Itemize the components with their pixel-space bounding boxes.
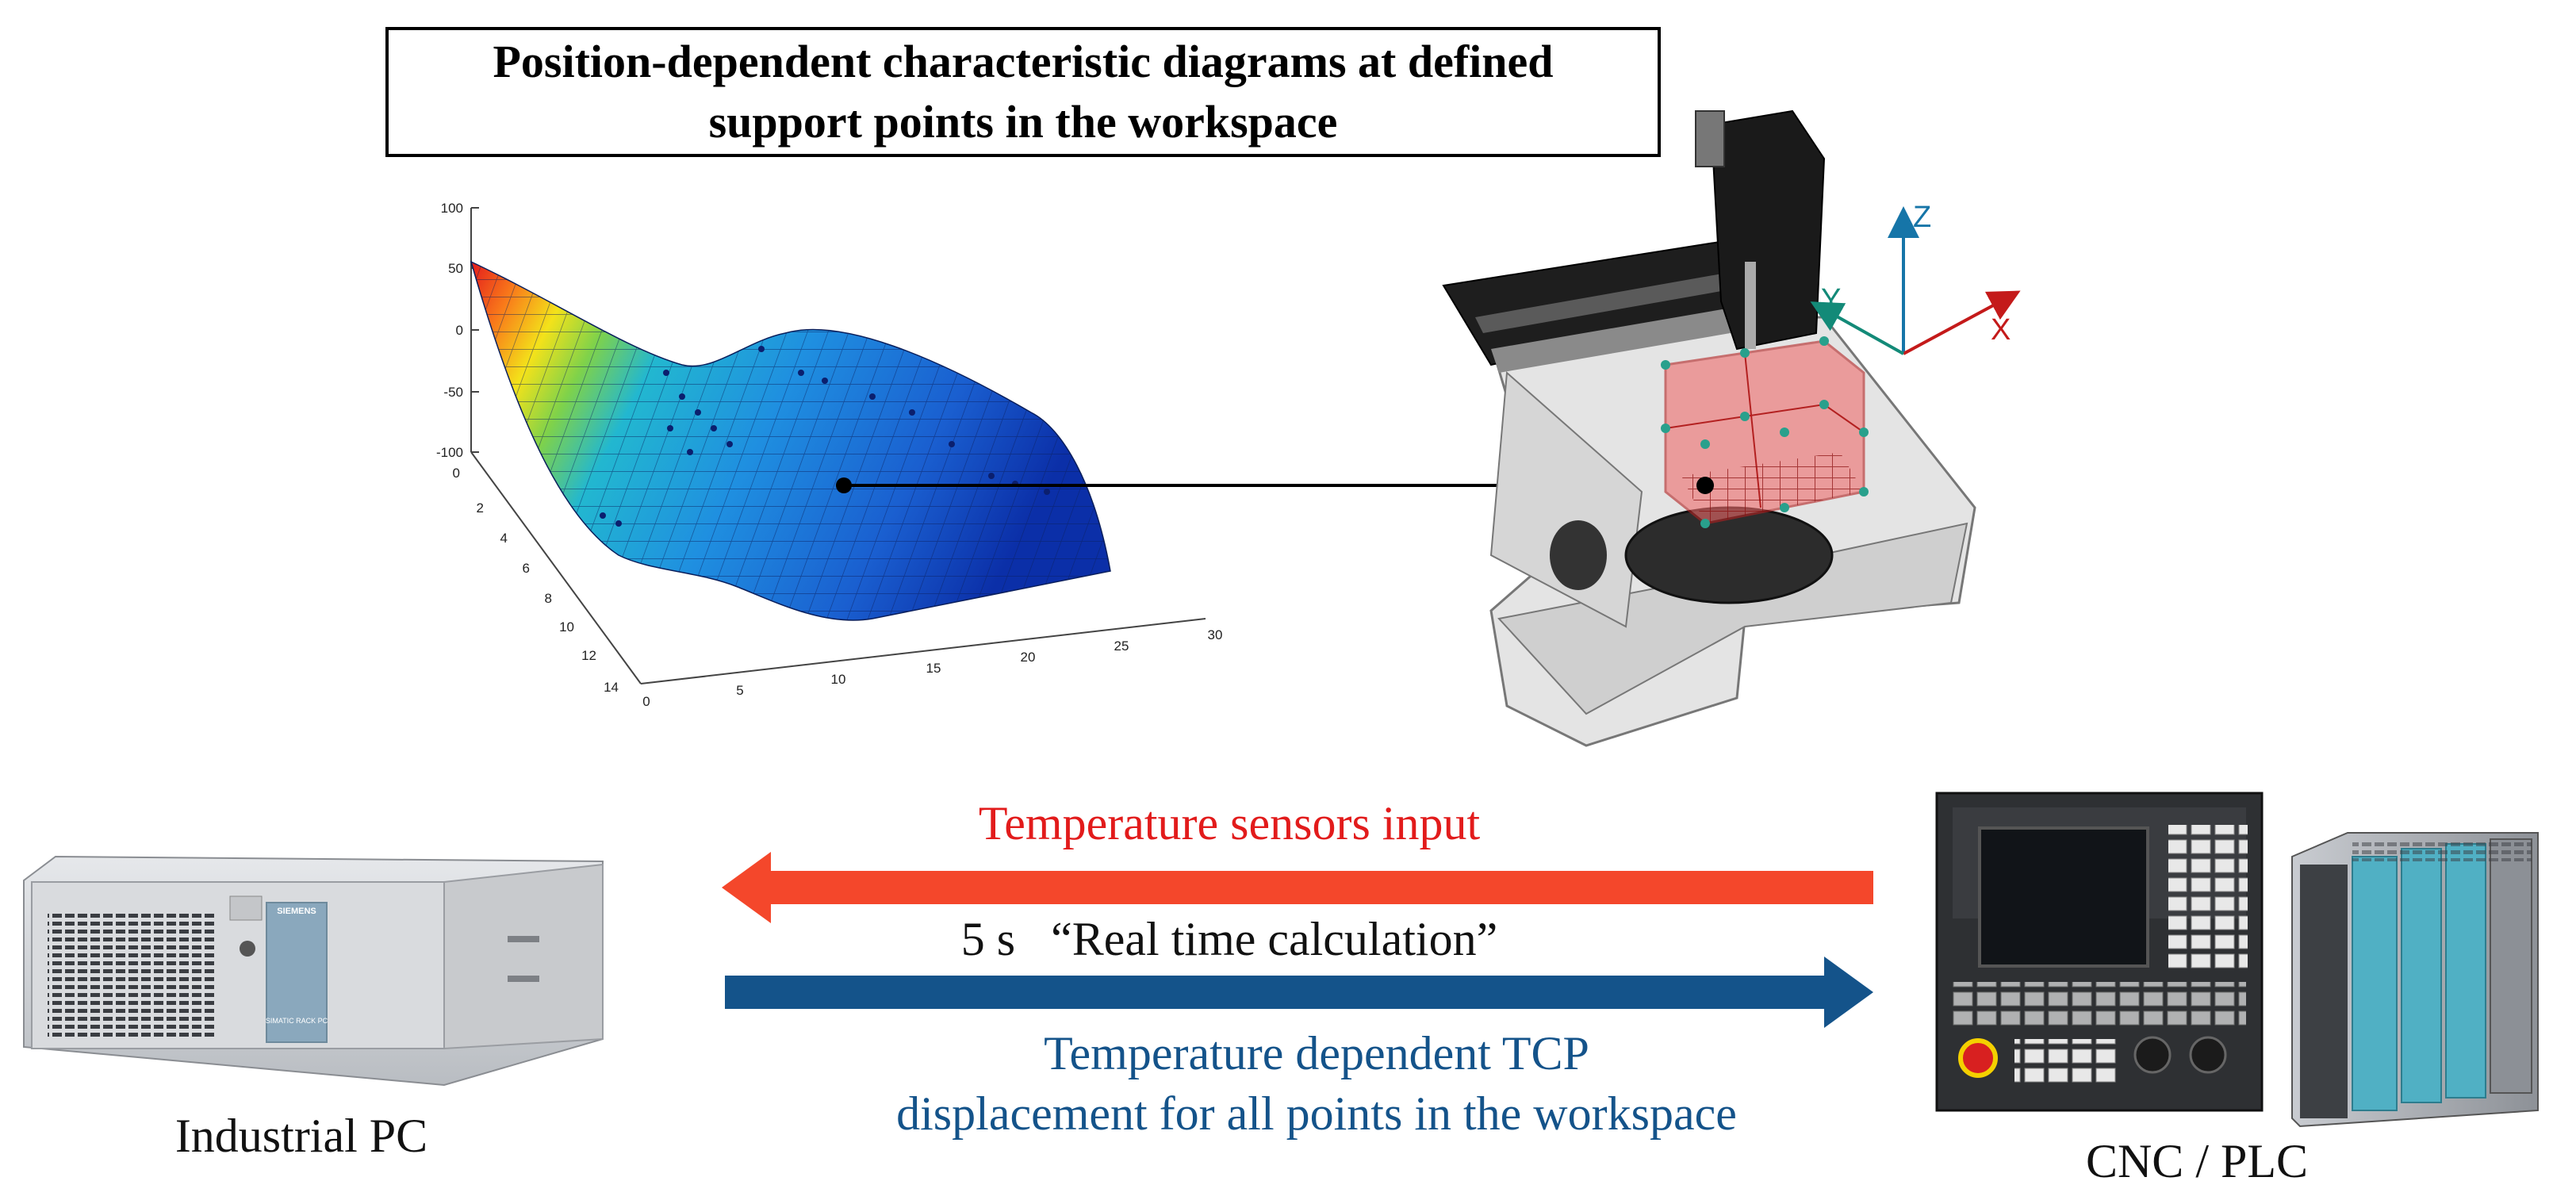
industrial-pc-label: Industrial PC [174,1110,428,1162]
measurement-points [600,346,1050,527]
feed-override-knob [2133,1036,2172,1074]
y-tick-label: 0 [453,466,460,481]
workspace-support-points [1661,336,1869,528]
calculation-label: 5 s “Real time calculation” [960,913,1498,965]
pc-model-label: SIMATIC RACK PC [266,1017,328,1025]
x-axis-line [640,618,1206,684]
x-tick-label: 5 [736,683,743,698]
y-axis-arrow [1810,301,1904,355]
x-tick-label: 10 [831,672,846,687]
pc-front-panel [266,902,328,1043]
output-arrow [725,957,1873,1028]
y-tick-label: 2 [477,500,484,516]
cnc-keypad [2168,825,2248,971]
y-tick-label: 14 [604,680,619,695]
spindle-motor [1695,110,1725,167]
input-arrow [722,852,1873,923]
cnc-plc-image [1935,792,2539,1128]
surface-mesh [471,262,1110,620]
x-tick-label: 0 [642,694,650,709]
y-axis-line [470,451,642,684]
x-tick-label: 15 [926,661,941,676]
spindle-column [1696,109,1826,351]
z-tick-label: 50 [448,261,463,276]
y-tick-label: 6 [523,561,530,576]
x-tick-label: 30 [1208,627,1223,642]
pc-vent-grille [48,912,214,1039]
y-tick-label: 8 [545,591,552,606]
spindle-override-knob [2189,1036,2227,1074]
x-tick-label: 20 [1021,650,1036,665]
z-tick-label: 0 [456,323,463,338]
input-flow-label: Temperature sensors input [978,797,1481,849]
pc-lock-icon [240,941,255,957]
x-axis-arrow [1903,290,2021,355]
y-axis-label: Y [1821,283,1841,316]
diagram-title-box: Position-dependent characteristic diagra… [385,27,1661,157]
z-axis-label: Z [1913,201,1931,234]
y-tick-label: 12 [581,648,596,663]
output-flow-label-line-1: Temperature dependent TCP [1044,1027,1589,1079]
title-line-2: support points in the workspace [708,96,1338,148]
cnc-plc-label: CNC / PLC [2085,1135,2309,1187]
rotary-table [1624,506,1834,604]
machine-tool: Z Y X [1442,109,2021,747]
pc-brand-label: SIEMENS [277,907,316,916]
cnc-screen [1978,826,2149,968]
title-line-1: Position-dependent characteristic diagra… [493,36,1554,87]
x-tick-label: 25 [1114,638,1129,654]
z-tick-label: -100 [436,445,463,460]
trunnion-bearing [1550,520,1607,590]
machine-support-point [1696,477,1714,494]
output-flow-label-line-2: displacement for all points in the works… [896,1087,1737,1140]
surface-plot: 100 50 0 -50 -100 0 2 4 6 8 10 12 14 0 5 [436,201,1222,709]
emergency-stop-button [1958,1038,1998,1078]
z-tick-label: -50 [443,385,463,400]
y-tick-label: 4 [500,531,508,546]
z-tick-label: 100 [441,201,463,216]
y-tick-label: 10 [559,619,574,635]
x-axis-label: X [1991,313,2011,347]
industrial-pc-image: SIEMENS SIMATIC RACK PC [23,855,604,1087]
